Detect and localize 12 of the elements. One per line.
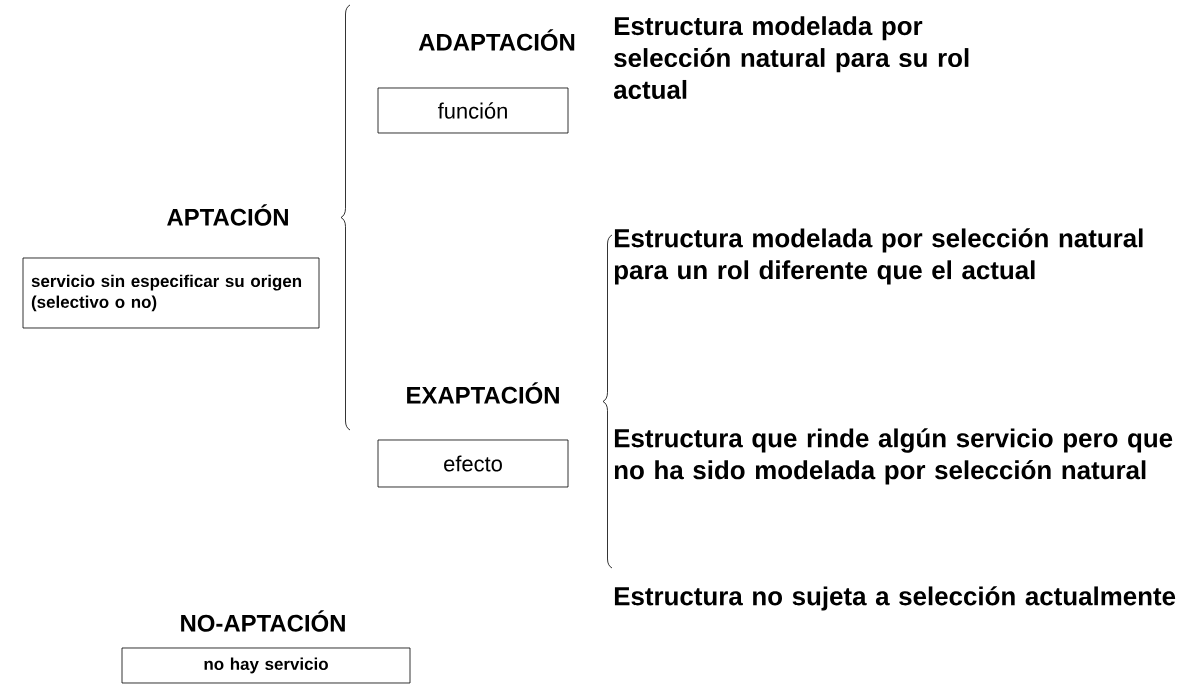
- heading: APTACIÓN: [167, 204, 288, 226]
- heading: EXAPTACIÓN: [407, 382, 559, 404]
- description-text: Estructura modelada por selección natural para un rol diferente que el actual: [614, 228, 1143, 285]
- definition-box: efecto: [377, 439, 569, 488]
- heading: ADAPTACIÓN: [418, 29, 575, 51]
- description-text: Estructura no sujeta a selección actualmente: [614, 586, 1176, 611]
- definition-box: servicio sin especificar su origen (selectivo o no): [22, 257, 320, 329]
- definition-box: no hay servicio: [121, 647, 411, 684]
- definition-box: función: [377, 87, 569, 134]
- description-text: Estructura modelada por selección natural para su rol actual: [613, 16, 969, 99]
- description-text: Estructura que rinde algún servicio pero que no ha sido modelada por selección natural: [614, 428, 1173, 485]
- heading: NO-APTACIÓN: [181, 610, 345, 632]
